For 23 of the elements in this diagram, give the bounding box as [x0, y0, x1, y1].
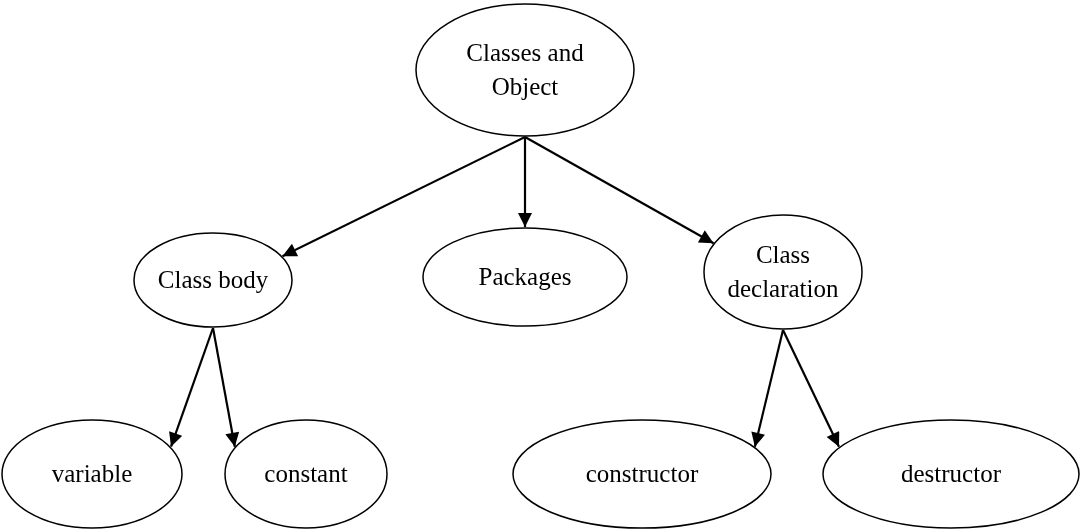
arrow — [211, 327, 240, 447]
node-label: constructor — [585, 459, 699, 490]
ellipse-node — [512, 419, 772, 529]
node-label: Classes and Object — [465, 38, 585, 102]
ellipse-node — [1, 419, 183, 529]
arrow — [524, 136, 715, 245]
arrow — [169, 327, 215, 448]
node-label: Class body — [157, 265, 269, 296]
ellipse-node — [422, 227, 628, 327]
ellipse-node — [703, 214, 863, 330]
node-label: variable — [51, 459, 133, 490]
ellipse-node — [822, 419, 1080, 529]
arrow — [782, 329, 840, 448]
arrow — [281, 136, 526, 258]
arrow — [518, 137, 532, 227]
node-label: constant — [264, 459, 348, 490]
ellipse-node — [133, 232, 293, 328]
node-label: Class declaration — [726, 240, 840, 304]
node-label: Packages — [478, 262, 572, 293]
ellipse-node — [224, 419, 388, 529]
ellipse-node — [415, 3, 635, 137]
node-label: destructor — [901, 459, 1001, 490]
arrow — [751, 329, 785, 447]
